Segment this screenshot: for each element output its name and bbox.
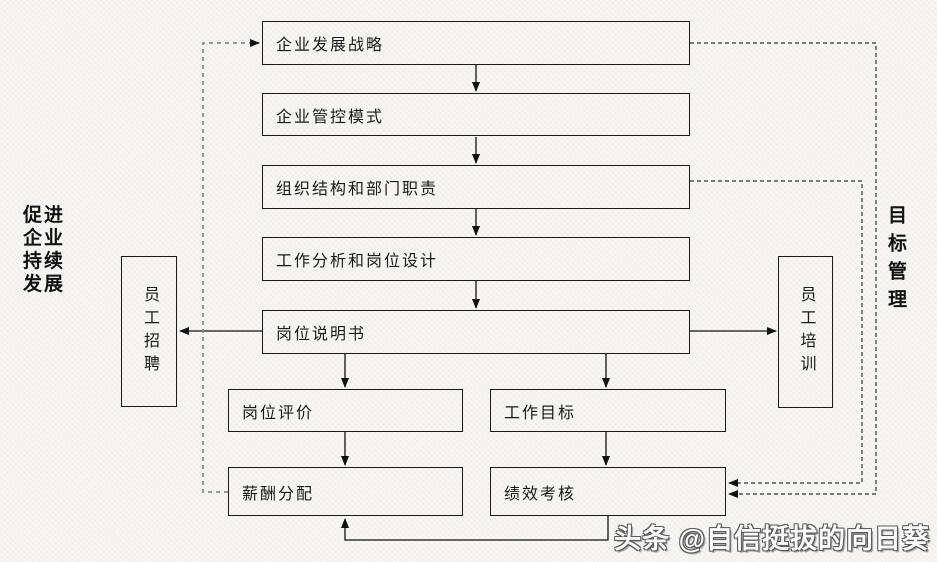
box-work-goals: 工作目标 xyxy=(490,389,726,432)
box-performance-appraisal: 绩效考核 xyxy=(490,467,726,516)
arrow-performance-to-salary-feedback xyxy=(341,516,609,541)
caption-promote-sustainable-development: 促进 企业 持续 发展 xyxy=(23,205,66,295)
box-employee-recruitment: 员工招聘 xyxy=(121,256,177,407)
dashed-org-to-performance-loop xyxy=(690,180,863,487)
box-corporate-governance: 企业管控模式 xyxy=(262,93,690,136)
box-job-evaluation: 岗位评价 xyxy=(228,389,463,432)
box-salary-distribution: 薪酬分配 xyxy=(228,467,463,516)
box-job-analysis: 工作分析和岗位设计 xyxy=(262,237,690,281)
caption-goal-management: 目标管理 xyxy=(885,205,906,317)
box-employee-training: 员工培训 xyxy=(778,256,833,408)
box-corporate-strategy: 企业发展战略 xyxy=(262,21,690,65)
box-job-description: 岗位说明书 xyxy=(262,310,690,354)
dashed-strategy-to-performance-loop xyxy=(690,42,877,498)
box-org-structure: 组织结构和部门职责 xyxy=(262,165,690,209)
watermark-toutiao-author: 头条 @自信挺拔的向日葵 xyxy=(614,524,930,554)
dashed-salary-to-strategy-loop xyxy=(202,39,260,493)
